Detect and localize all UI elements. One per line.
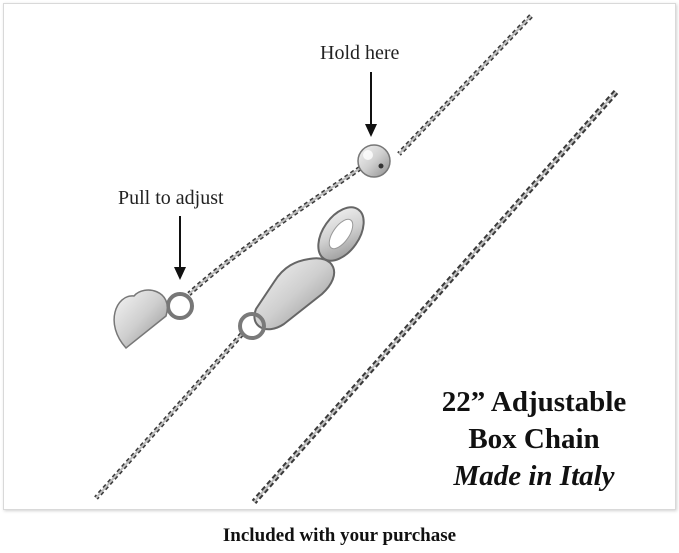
slider-bead <box>357 144 391 178</box>
included-caption: Included with your purchase <box>222 525 457 546</box>
product-image-frame: Hold here Pull to adjust 22” Adjustable … <box>3 3 676 510</box>
chain-illustration <box>94 14 619 504</box>
product-title-line1: 22” Adjustable <box>441 386 627 418</box>
product-origin: Made in Italy <box>453 460 615 492</box>
product-title-line2: Box Chain <box>468 423 600 455</box>
pull-to-adjust-label: Pull to adjust <box>118 187 224 209</box>
arrow-pull-icon <box>174 216 186 280</box>
lobster-clasp <box>238 257 335 340</box>
product-title-block: 22” Adjustable Box Chain Made in Italy <box>384 384 675 495</box>
heart-charm <box>113 289 194 350</box>
hold-here-label: Hold here <box>320 42 400 64</box>
arrow-hold-icon <box>365 72 377 137</box>
tag-link <box>317 206 365 262</box>
